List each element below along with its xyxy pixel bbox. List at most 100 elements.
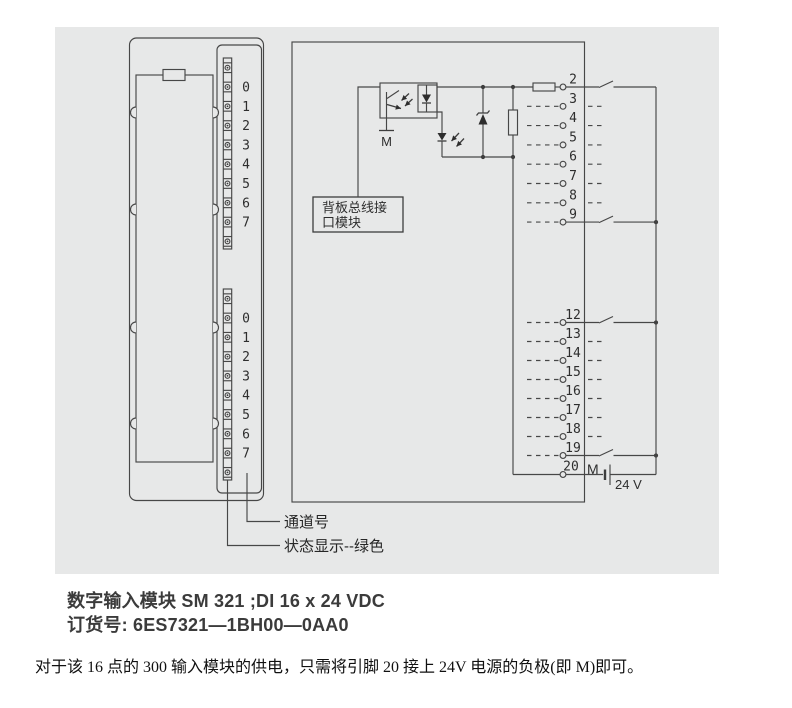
- terminal-circle: [559, 199, 567, 207]
- wiring-schematic: 背板总线接 口模块 M: [291, 41, 659, 503]
- led-indicator: [224, 103, 231, 110]
- caption-line-2: 订货号: 6ES7321—1BH00—0AA0: [67, 615, 349, 635]
- terminal-number: 12: [565, 308, 581, 323]
- terminal-circle: [559, 83, 567, 91]
- led-indicator: [224, 238, 231, 245]
- notch: [130, 417, 137, 430]
- terminal20-m-label: M: [587, 461, 599, 477]
- led-indicator-center: [226, 297, 229, 300]
- led-indicator: [224, 334, 231, 341]
- zener-bar: [475, 110, 491, 116]
- led-channel-number: 6: [242, 196, 250, 211]
- switch-contact: [598, 448, 614, 457]
- terminal-circle: [559, 319, 567, 326]
- phototransistor-collector: [386, 90, 400, 99]
- led-indicator: [224, 64, 231, 71]
- terminal-number: 5: [569, 130, 577, 145]
- notch: [212, 321, 219, 334]
- notch: [130, 106, 137, 119]
- optocoupler-diode-box: [417, 84, 438, 113]
- terminal-number: 7: [569, 169, 577, 184]
- callout-status-label: 状态显示--绿色: [284, 538, 384, 555]
- module-top-connector: [162, 68, 186, 82]
- notch: [212, 203, 219, 216]
- led-indicator-center: [226, 413, 229, 416]
- caption-line-1: 数字输入模块 SM 321 ;DI 16 x 24 VDC: [67, 591, 385, 611]
- terminal-number: 3: [569, 92, 577, 107]
- led-indicator: [224, 430, 231, 437]
- led-indicator: [224, 141, 231, 148]
- arrow-head: [451, 135, 457, 141]
- arrow-head: [456, 140, 462, 147]
- terminal-circle: [559, 122, 567, 130]
- callout-line-channel: [246, 473, 280, 523]
- terminal-number: 14: [565, 346, 581, 361]
- terminal-circle: [559, 471, 567, 478]
- figure-caption: 数字输入模块 SM 321 ;DI 16 x 24 VDC 订货号: 6ES73…: [67, 589, 385, 637]
- terminal-number: 6: [569, 150, 577, 165]
- arrow-head: [395, 104, 401, 110]
- junction-dot: [510, 154, 516, 160]
- led-indicator-center: [226, 355, 229, 358]
- terminal-number-20: 20: [563, 460, 579, 475]
- led-indicator: [224, 353, 231, 360]
- notch: [130, 321, 137, 334]
- notch: [212, 417, 219, 430]
- terminal-number: 16: [565, 384, 581, 399]
- led-indicator: [224, 411, 231, 418]
- optocoupler-box: [379, 82, 438, 119]
- led-indicator-center: [226, 86, 229, 88]
- terminal-circle: [559, 395, 567, 402]
- led-indicator: [224, 450, 231, 457]
- led-indicator: [224, 180, 231, 187]
- callout-line-status: [226, 480, 280, 547]
- switch-contact: [598, 315, 614, 324]
- led-channel-number: 1: [242, 331, 250, 346]
- notch: [130, 203, 137, 216]
- led-channel-number: 4: [242, 158, 250, 173]
- terminal2-resistor: [532, 82, 556, 92]
- junction-dot: [480, 154, 486, 160]
- led-channel-number: 5: [242, 408, 250, 423]
- terminal-circle: [559, 338, 567, 345]
- led-indicator: [224, 122, 231, 129]
- opto-ground-label: M: [381, 134, 392, 149]
- led-channel-number: 0: [242, 81, 250, 96]
- led-indicator: [224, 161, 231, 168]
- led-indicator-center: [226, 240, 229, 243]
- schematic-outline: [291, 41, 586, 503]
- led-strip: [222, 57, 233, 250]
- led-indicator: [224, 315, 231, 321]
- led-indicator-center: [226, 317, 229, 319]
- notch: [212, 106, 219, 119]
- terminal-number: 19: [565, 441, 581, 456]
- led-indicator: [224, 392, 231, 399]
- backplane-box-text-2: 口模块: [322, 215, 361, 230]
- led-indicator-center: [226, 124, 229, 127]
- led-channel-number: 5: [242, 177, 250, 192]
- terminal-circle: [559, 452, 567, 459]
- led-channel-number: 2: [242, 119, 250, 134]
- terminal-number: 13: [565, 327, 581, 342]
- led-channel-number: 1: [242, 100, 250, 115]
- terminal-circle: [559, 218, 567, 226]
- junction-dot: [510, 84, 516, 90]
- led-channel-number: 3: [242, 138, 250, 153]
- terminal-circle: [559, 376, 567, 383]
- led-indicator-center: [226, 163, 229, 166]
- switch-contact: [598, 215, 614, 224]
- led-indicator-center: [226, 452, 229, 454]
- led-indicator: [224, 372, 231, 379]
- terminal-circle: [559, 357, 567, 364]
- led-indicator-center: [226, 394, 229, 397]
- led-indicator: [224, 295, 231, 302]
- terminal-circle: [559, 433, 567, 440]
- led-indicator-center: [226, 144, 229, 146]
- led-indicator: [224, 219, 231, 226]
- backplane-wire: [357, 86, 380, 197]
